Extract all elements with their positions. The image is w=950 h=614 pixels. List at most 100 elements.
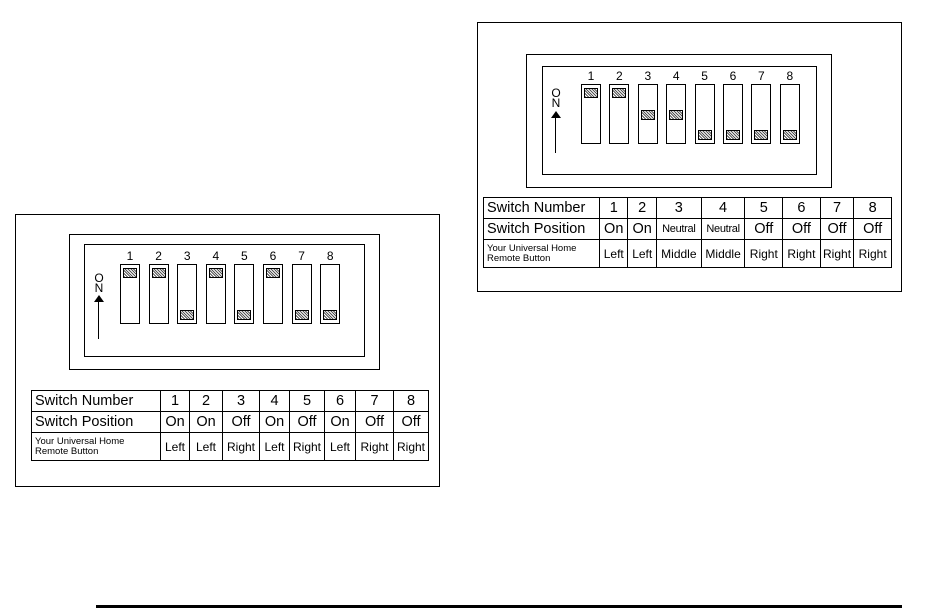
dip-switch-6: 6 xyxy=(723,70,743,144)
remote-button-cell: Left xyxy=(160,432,190,461)
dip-switch-slot xyxy=(751,84,772,144)
dip-switch-number: 5 xyxy=(701,69,708,83)
switch-position-cell: On xyxy=(189,411,223,433)
on-label: O N xyxy=(93,272,105,295)
switch-number-cell: 7 xyxy=(819,197,855,219)
dip-switch-number: 8 xyxy=(786,69,794,83)
dip-switch-toggle-on xyxy=(208,268,223,278)
remote-button-cell: Right xyxy=(355,432,394,461)
remote-button-cell: Left xyxy=(324,432,356,461)
dip-switch-8: 8 xyxy=(779,69,800,144)
dip-switch-7: 7 xyxy=(751,70,772,144)
switch-position-cell: Off xyxy=(853,218,892,240)
right-switch-table: Switch Number 1 2 3 4 5 6 7 8 Switch Pos… xyxy=(483,197,892,268)
dip-switch-number: 3 xyxy=(183,249,191,263)
row-label-switch-number: Switch Number xyxy=(483,197,600,219)
dip-switch-toggle-off xyxy=(697,130,712,140)
dip-switch-number: 8 xyxy=(326,249,334,263)
remote-button-cell: Right xyxy=(289,432,325,461)
switch-position-cell: Off xyxy=(744,218,784,240)
dip-switch-7: 7 xyxy=(291,249,312,324)
row-label-switch-position: Switch Position xyxy=(483,218,600,240)
switch-number-cell: 2 xyxy=(627,197,657,219)
switch-position-row: Switch Position On On Neutral Neutral Of… xyxy=(483,218,892,240)
dip-switch-number: 4 xyxy=(672,69,680,83)
dip-switch-2: 2 xyxy=(609,69,630,144)
dip-switch-slot xyxy=(637,84,658,144)
remote-button-cell: Middle xyxy=(700,239,746,268)
dip-switch-number: 1 xyxy=(126,249,134,263)
switch-number-cell: 2 xyxy=(189,390,223,412)
switch-number-row: Switch Number 1 2 3 4 5 6 7 8 xyxy=(483,197,892,219)
switch-number-cell: 8 xyxy=(393,390,429,412)
dip-switch-8: 8 xyxy=(320,249,341,324)
switch-position-cell: Off xyxy=(782,218,821,240)
dip-switch-1: 1 xyxy=(120,250,140,324)
dip-switch-toggle-off xyxy=(782,130,797,140)
switch-number-cell: 3 xyxy=(222,390,260,412)
dip-switch-number: 6 xyxy=(729,69,737,83)
dip-switch-slot xyxy=(205,264,226,324)
dip-switch-slot xyxy=(177,264,198,324)
dip-switch-slot xyxy=(723,84,743,144)
switch-position-cell: Neutral xyxy=(700,218,746,240)
dip-switch-6: 6 xyxy=(263,250,283,324)
switch-number-cell: 5 xyxy=(289,390,325,412)
switch-number-cell: 6 xyxy=(782,197,821,219)
remote-button-cell: Right xyxy=(393,432,429,461)
switch-number-cell: 4 xyxy=(259,390,290,412)
dip-switch-slot xyxy=(263,264,283,324)
remote-button-cell: Left xyxy=(598,239,629,268)
dip-switch-number: 6 xyxy=(269,249,277,263)
dip-switch-number: 2 xyxy=(155,249,162,263)
dip-switch-slot xyxy=(120,264,140,324)
switch-position-cell: Off xyxy=(393,411,429,433)
remote-button-row: Your Universal Home Remote Button Left L… xyxy=(483,239,892,268)
switch-number-cell: 4 xyxy=(700,197,746,219)
dip-switch-number: 2 xyxy=(616,69,623,83)
switch-position-row: Switch Position On On Off On Off On Off … xyxy=(31,411,429,433)
switch-position-cell: Off xyxy=(819,218,855,240)
dip-switch-toggle-on xyxy=(123,268,137,278)
dip-switch-5: 5 xyxy=(694,69,715,144)
on-label-n: N xyxy=(94,281,104,295)
remote-button-row: Your Universal Home Remote Button Left L… xyxy=(31,432,429,461)
dip-switch-number: 1 xyxy=(587,69,595,83)
dip-switch-toggle-on xyxy=(612,88,627,98)
dip-switch-toggle-on xyxy=(266,268,280,278)
switch-position-cell: On xyxy=(324,411,356,433)
dip-switch-3: 3 xyxy=(637,69,658,144)
remote-button-cell: Left xyxy=(627,239,657,268)
switch-number-cell: 3 xyxy=(655,197,702,219)
dip-switch-4: 4 xyxy=(666,69,687,144)
remote-button-cell: Right xyxy=(782,239,821,268)
on-label-o: O xyxy=(551,86,561,100)
dip-switch-slot xyxy=(694,84,715,144)
remote-button-cell: Middle xyxy=(655,239,702,268)
dip-switch-toggle-off xyxy=(754,130,769,140)
dip-switch-number: 3 xyxy=(644,69,652,83)
up-arrow-icon xyxy=(93,295,105,339)
switch-position-cell: On xyxy=(627,218,657,240)
dip-switch-slot xyxy=(779,84,800,144)
dip-switch-toggle-off xyxy=(180,310,195,320)
switch-position-cell: On xyxy=(598,218,629,240)
row-label-switch-number: Switch Number xyxy=(31,390,161,412)
remote-button-cell: Right xyxy=(819,239,855,268)
row-label-remote-button: Your Universal Home Remote Button xyxy=(31,432,161,461)
dip-switch-number: 7 xyxy=(298,249,305,263)
on-label: O N xyxy=(550,86,562,109)
switch-number-row: Switch Number 1 2 3 4 5 6 7 8 xyxy=(31,390,429,412)
page-divider-rule xyxy=(96,605,902,608)
switch-position-cell: Neutral xyxy=(655,218,702,240)
remote-button-cell: Right xyxy=(744,239,784,268)
switch-number-cell: 7 xyxy=(355,390,394,412)
dip-switch-slot xyxy=(320,264,341,324)
dip-switch-slot xyxy=(609,84,630,144)
dip-switch-toggle-on xyxy=(151,268,166,278)
